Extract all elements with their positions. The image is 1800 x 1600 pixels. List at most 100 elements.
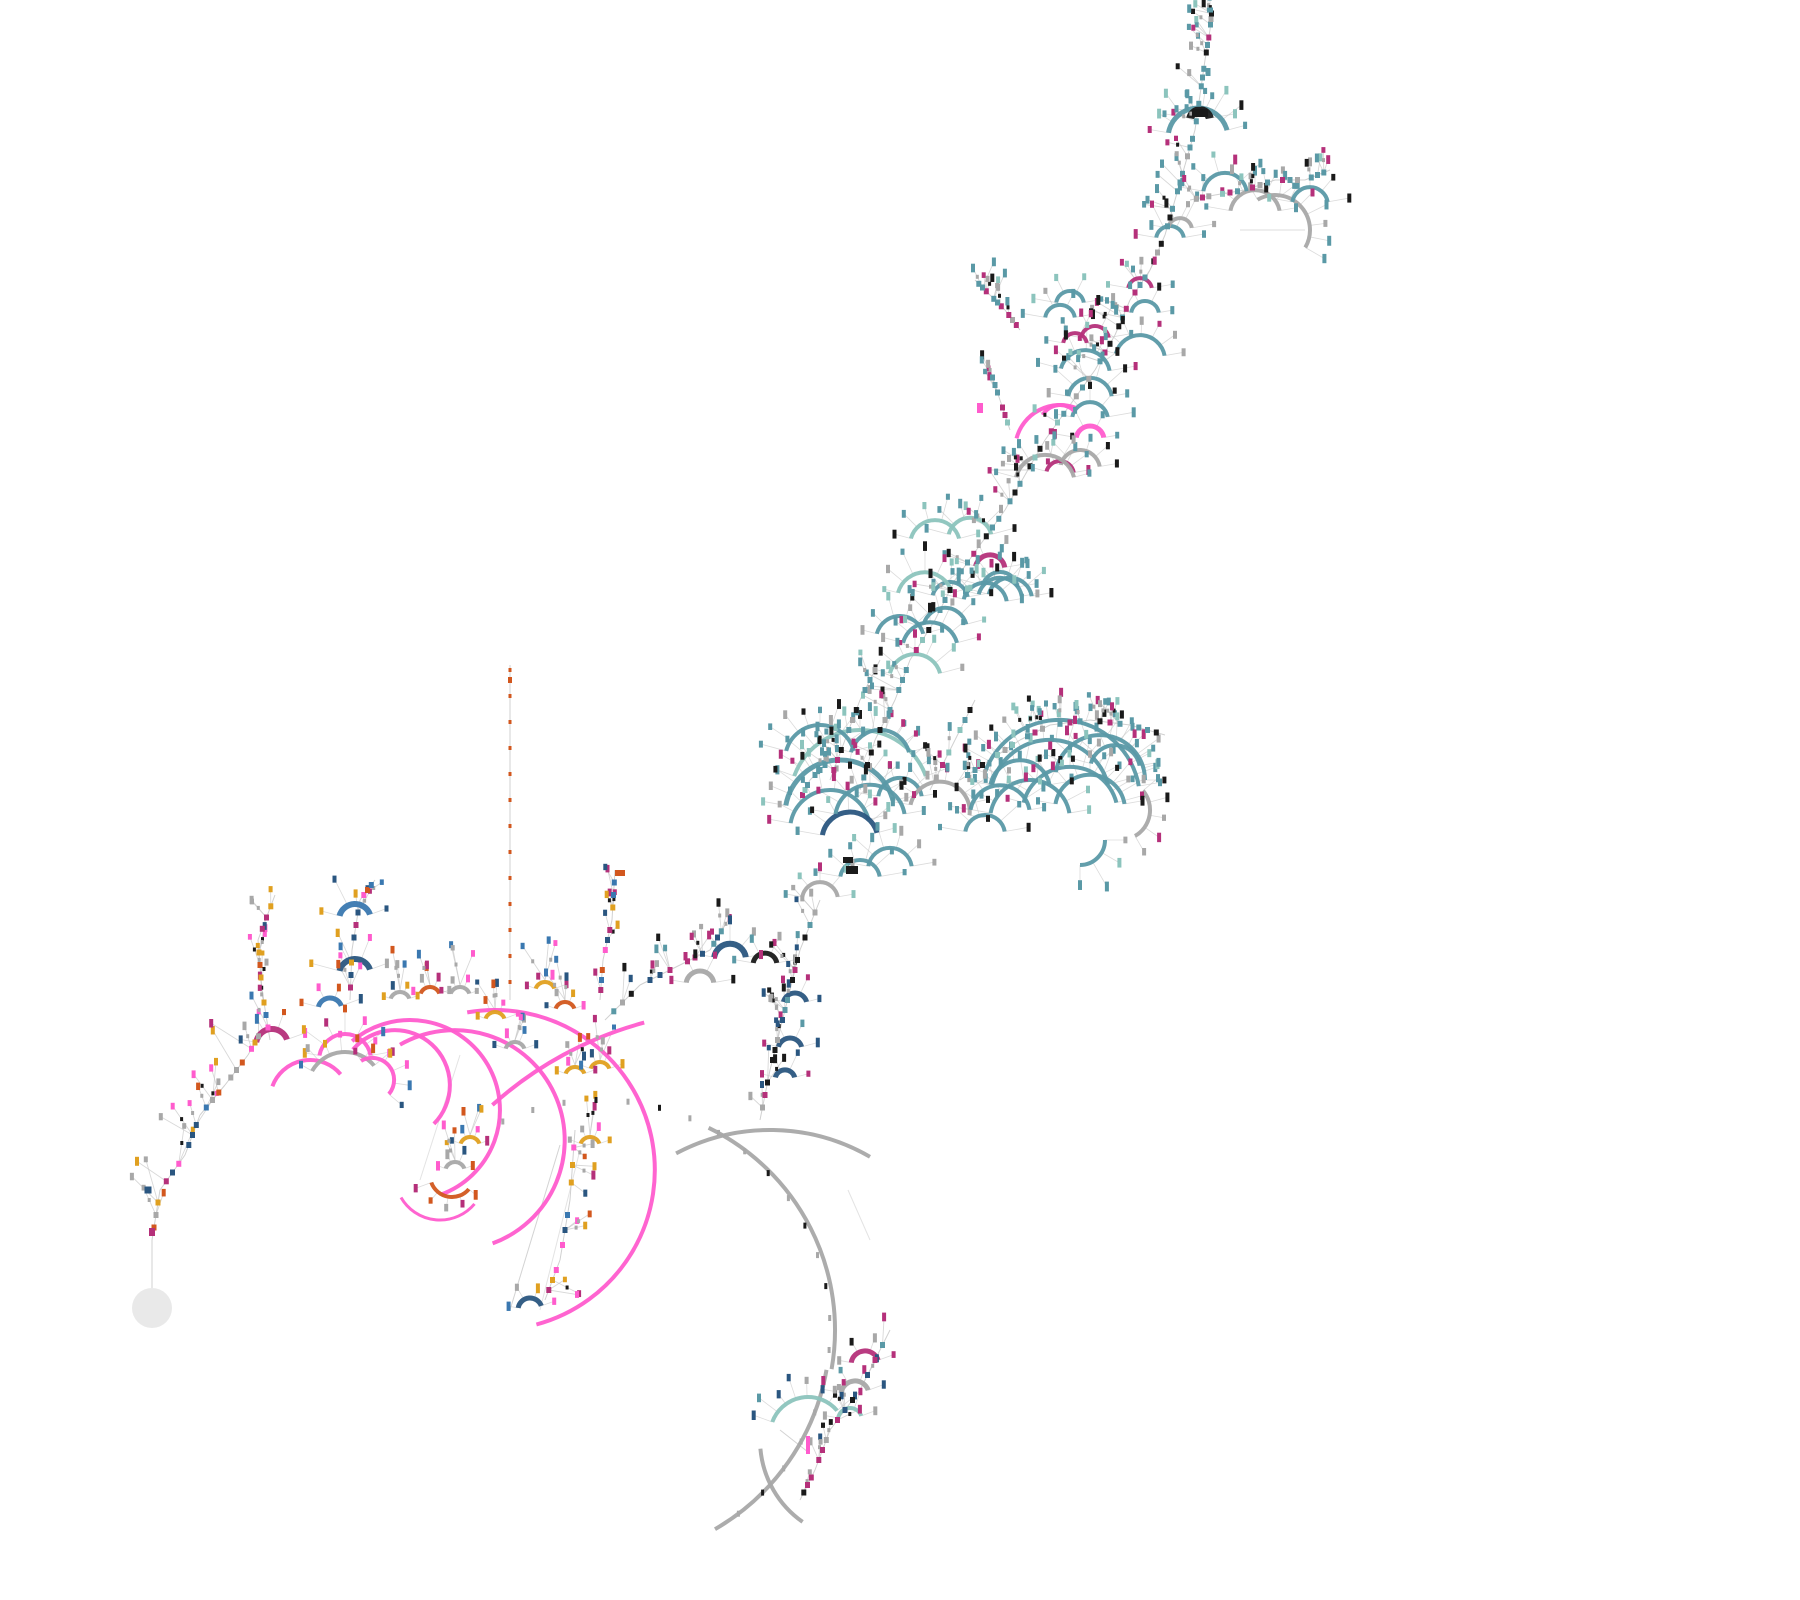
tree-node [508,668,512,672]
tree-node [444,1203,449,1212]
tree-node [766,1045,771,1051]
tree-node [1040,725,1045,732]
tree-node [775,1037,780,1043]
tree-node [1037,708,1042,716]
tree-node [1105,442,1110,450]
tree-node [986,365,991,372]
tree-node [920,637,925,643]
arc-edge [448,985,472,995]
tree-node [980,350,985,360]
tree-node [806,1436,810,1454]
tree-node [939,583,943,588]
tree-node [871,1363,875,1368]
arc-edge [770,1395,839,1423]
tree-node [761,988,766,997]
tree-node [800,1019,805,1028]
arc-edge [986,575,1034,597]
tree-link [767,1047,770,1083]
tree-node [1000,460,1005,467]
tree-node [1115,764,1120,771]
tree-node [1058,756,1063,764]
tree-node [892,661,897,667]
tree-node [1184,90,1189,97]
tree-node [1207,3,1210,8]
tree-link [1151,283,1173,289]
tree-node [581,1001,586,1010]
tree-node [1136,724,1142,731]
tree-node [908,762,913,772]
tree-link [1036,745,1051,766]
tree-node [607,898,611,903]
tree-node [544,1002,549,1009]
tree-link [1007,797,1024,803]
tree-node [989,724,994,731]
tree-node [1326,155,1331,164]
tree-node [570,1162,575,1168]
tree-node [228,1074,234,1081]
tree-node [1088,310,1093,318]
tree-node [1220,190,1225,197]
tree-node [599,967,605,973]
tree-node [1206,193,1212,200]
tree-node [827,1428,831,1433]
arc-edge [1014,452,1076,478]
tree-node [688,1115,692,1122]
tree-node [970,778,975,785]
tree-node [210,1097,215,1103]
tree-node [815,1037,820,1048]
tree-node [1239,100,1244,110]
tree-node [795,957,800,963]
tree-node [947,722,952,731]
tree-node [1243,121,1248,129]
tree-node [828,1315,832,1321]
tree-node [1321,169,1327,176]
tree-node [791,884,796,891]
tree-node [766,1170,770,1177]
tree-link [476,981,496,1011]
tree-node [1051,439,1056,446]
tree-node [1102,752,1107,760]
tree-node [1044,336,1049,344]
tree-node [962,760,967,770]
tree-node [809,888,814,897]
tree-link [1008,779,1029,792]
tree-node [785,735,790,743]
tree-node [338,1030,343,1038]
tree-node [1140,791,1144,800]
tree-node [795,1049,800,1056]
tree-node [353,889,358,898]
tree-node [868,742,872,749]
tree-node [447,985,452,995]
tree-node [239,1059,245,1066]
arc-edge [1058,348,1112,372]
tree-node [1112,387,1117,394]
tree-link [664,947,671,971]
tree-link [984,371,998,393]
tree-node [976,280,982,287]
tree-node [460,1124,465,1134]
tree-node [1189,41,1193,50]
tree-node [1103,333,1108,341]
tree-node [200,1083,204,1088]
tree-node [1055,419,1060,426]
tree-node [336,959,341,969]
tree-link [879,871,905,877]
tree-node [1013,322,1019,328]
tree-node [209,1019,214,1028]
tree-node [860,755,864,760]
tree-node [452,1127,457,1134]
tree-node [858,649,863,656]
tree-node [1079,308,1084,317]
tree-node [1077,718,1083,725]
tree-node [887,761,892,769]
tree-node [762,1092,768,1098]
tree-node [1129,329,1134,338]
tree-node [1165,792,1170,803]
arc-edge [1040,403,1077,417]
tree-node [1082,354,1086,359]
tree-node [1113,710,1117,718]
tree-node [961,619,966,626]
tree-node [818,862,822,872]
tree-node [1157,832,1162,843]
tree-node [863,784,868,794]
